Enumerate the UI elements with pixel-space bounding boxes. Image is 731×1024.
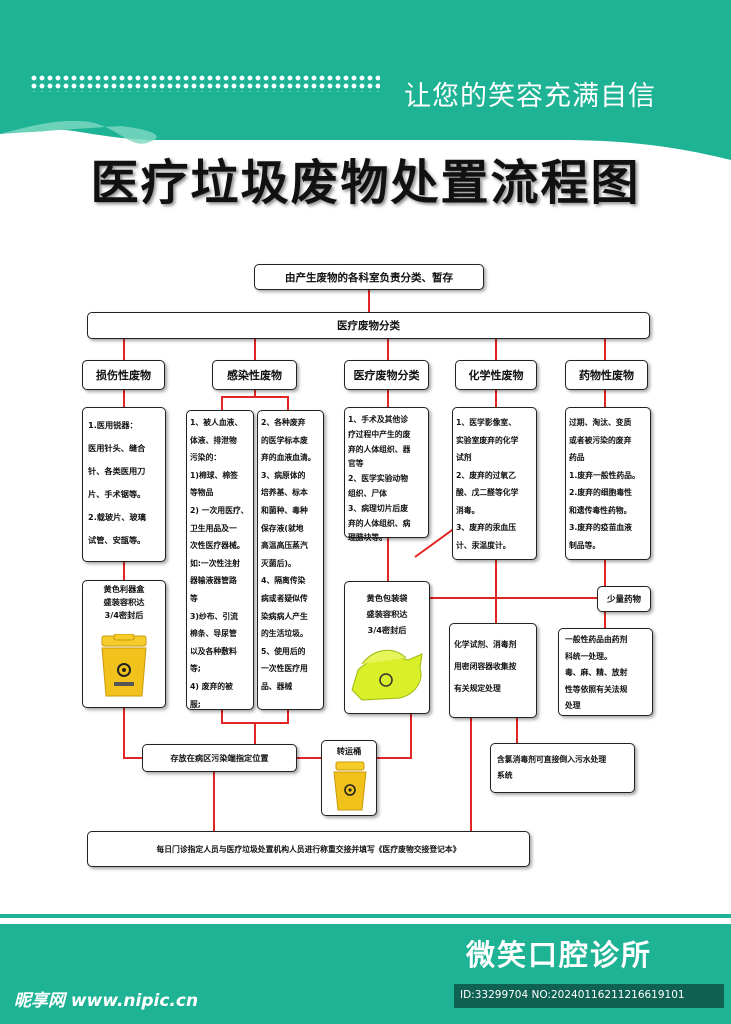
handover-box: 每日门诊指定人员与医疗垃圾处置机构人员进行称重交接并填写《医疗废物交接登记本》 xyxy=(87,831,530,867)
chemical-treatment-box: 化学试剂、消毒剂 用密闭容器收集按 有关规定处理 xyxy=(449,623,537,718)
transfer-bin-icon xyxy=(333,761,367,811)
chemical-waste-details: 1、医学影像室、 实验室废弃的化学 试剂 2、废弃的过氧乙 酸、戊二醛等化学 消… xyxy=(452,407,537,560)
storage-location-box: 存放在病区污染端指定位置 xyxy=(142,744,297,772)
yellow-bag-label: 黄色包装袋 盛装容积达 3/4密封后 xyxy=(366,593,408,635)
waste-classification-box: 医疗废物分类 xyxy=(87,312,650,339)
small-drug-box: 少量药物 xyxy=(597,586,651,612)
generate-waste-box: 由产生废物的各科室负责分类、暂存 xyxy=(254,264,484,290)
category-pathological: 医疗废物分类 xyxy=(344,360,429,390)
slogan: 让您的笑容充满自信 xyxy=(404,81,656,112)
watermark-id: ID:33299704 NO:20240116211216619101 xyxy=(460,989,685,1001)
sharps-bin-icon xyxy=(101,634,147,697)
dot-pattern xyxy=(30,74,380,92)
category-pharmaceutical: 药物性废物 xyxy=(565,360,648,390)
category-sharp: 损伤性废物 xyxy=(82,360,165,390)
pharmaceutical-waste-details: 过期、淘汰、变质 或者被污染的废弃 药品 1.废弃一般性药品。 2.废弃的细胞毒… xyxy=(565,407,651,560)
clinic-name: 微笑口腔诊所 xyxy=(466,938,653,972)
sharp-waste-details: 1.医用锐器： 医用针头、缝合 针、各类医用刀 片、手术锯等。 2.载玻片、玻璃… xyxy=(82,407,166,562)
watermark-logo: 昵享网 www.nipic.cn xyxy=(14,991,199,1011)
biohazard-bag-icon xyxy=(351,649,423,701)
pathological-waste-details: 1、手术及其他诊 疗过程中产生的废 弃的人体组织、器 官等 2、医学实验动物 组… xyxy=(344,407,429,542)
infectious-waste-details-a: 1、被人血液、 体液、排泄物 污染的： 1)棉球、棉签 等物品 2) 一次用医疗… xyxy=(186,410,254,710)
chlorine-disposal-box: 含氯消毒剂可直接倒入污水处理 系统 xyxy=(490,743,635,793)
pharmaceutical-treatment-box: 一般性药品由药剂 科统一处理。 毒、麻、精、放射 性等依照有关法规 处理 xyxy=(558,628,653,716)
watermark-id-bar xyxy=(454,984,724,1008)
footer-stripe xyxy=(0,914,731,918)
page-title: 医疗垃圾废物处置流程图 xyxy=(90,155,641,211)
category-infectious: 感染性废物 xyxy=(212,360,297,390)
footer-band xyxy=(0,924,731,1024)
category-chemical: 化学性废物 xyxy=(455,360,537,390)
infectious-waste-details-b: 2、各种废弃 的医学标本废 弃的血液血清。 3、病原体的 培养基、标本 和菌种、… xyxy=(257,410,324,710)
transfer-bin-label: 转运桶 xyxy=(336,746,362,756)
sharps-container-label: 黄色利器盒 盛装容积达 3/4密封后 xyxy=(103,584,145,620)
